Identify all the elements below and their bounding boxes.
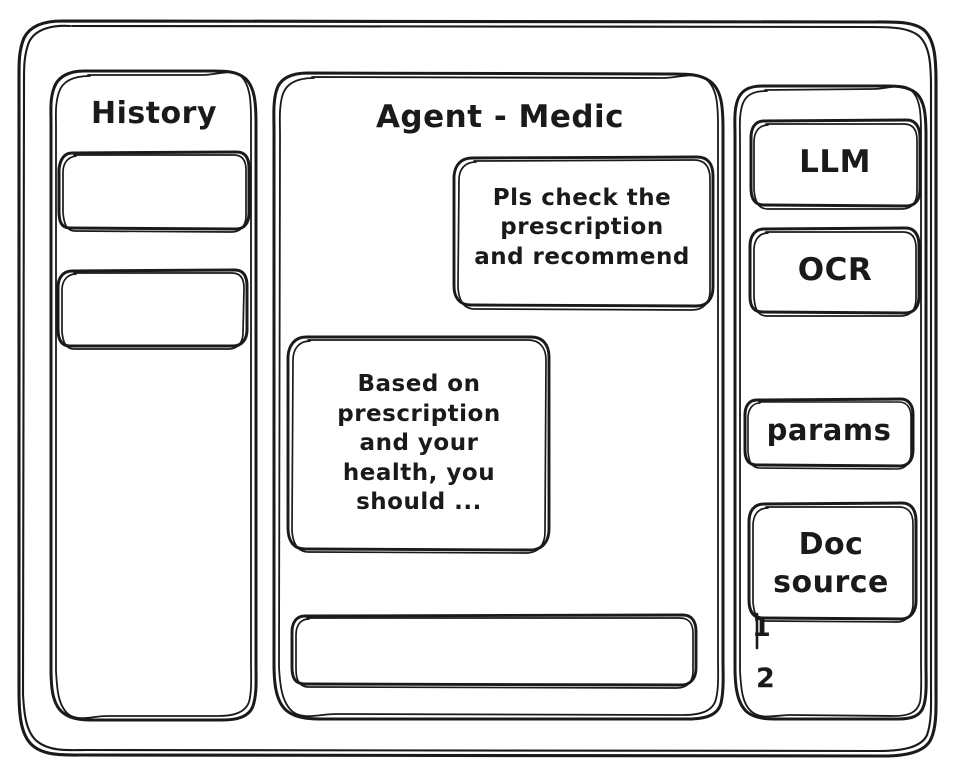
llm-button-label: LLM: [799, 144, 871, 181]
main-panel-title: Agent - Medic: [375, 99, 625, 136]
history-panel-title: History: [90, 95, 218, 131]
doc-source-label: Doc source: [773, 526, 889, 600]
history-item-2[interactable]: [58, 270, 247, 349]
params-button-label: params: [766, 413, 892, 448]
user-message-bubble[interactable]: [454, 157, 713, 310]
ocr-button[interactable]: [750, 228, 919, 316]
llm-button[interactable]: [750, 120, 920, 209]
params-button[interactable]: [745, 399, 913, 469]
user-message-text: Pls check the prescription and recommend: [474, 184, 690, 270]
doc-source-item-2-marker: 2: [756, 662, 776, 694]
history-item-1[interactable]: [58, 152, 249, 232]
doc-source-item-1-marker: 1: [752, 611, 772, 643]
doc-source-item-2[interactable]: [749, 655, 916, 700]
doc-source-box[interactable]: [749, 503, 916, 622]
ocr-button-label: OCR: [797, 252, 873, 289]
agent-message-bubble[interactable]: [288, 337, 549, 553]
message-input[interactable]: [292, 615, 696, 688]
doc-source-item-1[interactable]: [749, 608, 916, 650]
agent-message-text: Based on prescription and your health, y…: [337, 371, 501, 516]
